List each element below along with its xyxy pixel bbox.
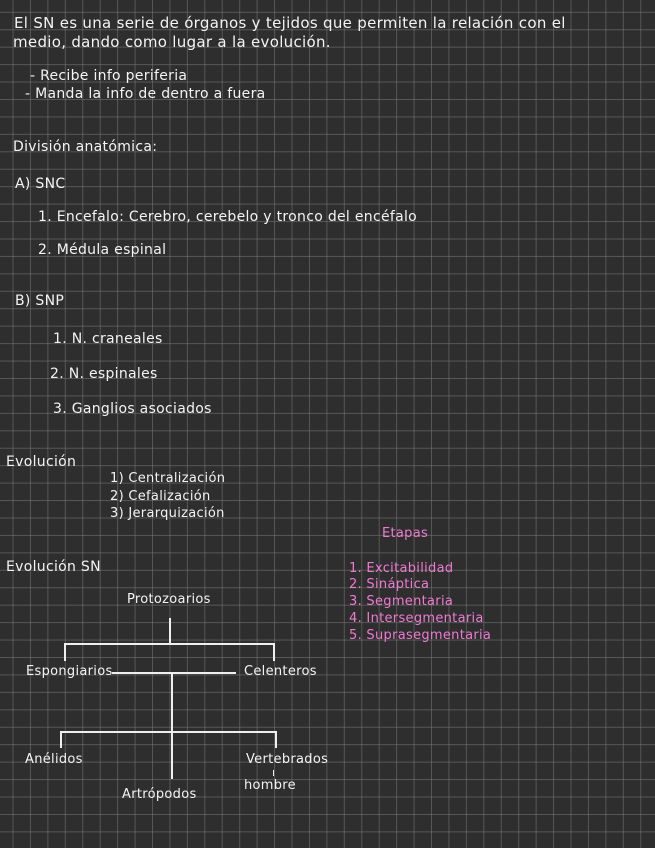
evolucion-item: 3) Jerarquización xyxy=(110,506,225,521)
tree-node-espongiarios: Espongiarios xyxy=(26,664,113,679)
tree-node-anelidos: Anélidos xyxy=(25,752,83,767)
tree-connector xyxy=(64,643,66,661)
intro-bullet: - Recibe info periferia xyxy=(30,68,188,84)
snp-heading: B) SNP xyxy=(15,293,65,309)
evolucion-sn-title: Evolución SN xyxy=(6,559,101,575)
snp-item: 2. N. espinales xyxy=(50,366,158,382)
evolucion-item: 1) Centralización xyxy=(110,471,226,486)
tree-node-artropodos: Artrópodos xyxy=(122,787,197,802)
tree-node-root: Protozoarios xyxy=(127,592,211,607)
etapas-item: 3. Segmentaria xyxy=(349,594,454,609)
tree-node-celenteros: Celenteros xyxy=(244,664,317,679)
intro-line-1: El SN es una serie de órganos y tejidos … xyxy=(14,14,566,32)
division-title: División anatómica: xyxy=(13,139,158,155)
etapas-item: 1. Excitabilidad xyxy=(349,561,454,576)
intro-line-2: medio, dando como lugar a la evolución. xyxy=(13,33,331,51)
etapas-item: 2. Sináptica xyxy=(349,577,430,592)
snc-heading: A) SNC xyxy=(15,176,66,192)
evolucion-item: 2) Cefalización xyxy=(110,489,211,504)
etapas-item: 4. Intersegmentaria xyxy=(349,611,484,626)
tree-connector xyxy=(273,643,275,661)
etapas-title: Etapas xyxy=(382,526,429,541)
snp-item: 1. N. craneales xyxy=(53,331,163,347)
snp-item: 3. Ganglios asociados xyxy=(53,401,212,417)
intro-bullet: - Manda la info de dentro a fuera xyxy=(25,86,266,102)
tree-connector xyxy=(112,672,236,674)
etapas-item: 5. Suprasegmentaria xyxy=(349,628,492,643)
tree-connector xyxy=(275,731,277,748)
snc-item: 2. Médula espinal xyxy=(38,242,167,258)
tree-connector xyxy=(64,643,275,645)
tree-connector xyxy=(60,731,62,748)
snc-item: 1. Encefalo: Cerebro, cerebelo y tronco … xyxy=(38,209,418,225)
tree-connector xyxy=(171,673,173,779)
tree-node-hombre: hombre xyxy=(244,778,296,793)
evolucion-title: Evolución xyxy=(6,454,77,470)
tree-connector xyxy=(273,770,274,776)
tree-node-vertebrados: Vertebrados xyxy=(246,752,329,767)
tree-connector xyxy=(60,731,277,733)
tree-connector xyxy=(169,618,171,644)
